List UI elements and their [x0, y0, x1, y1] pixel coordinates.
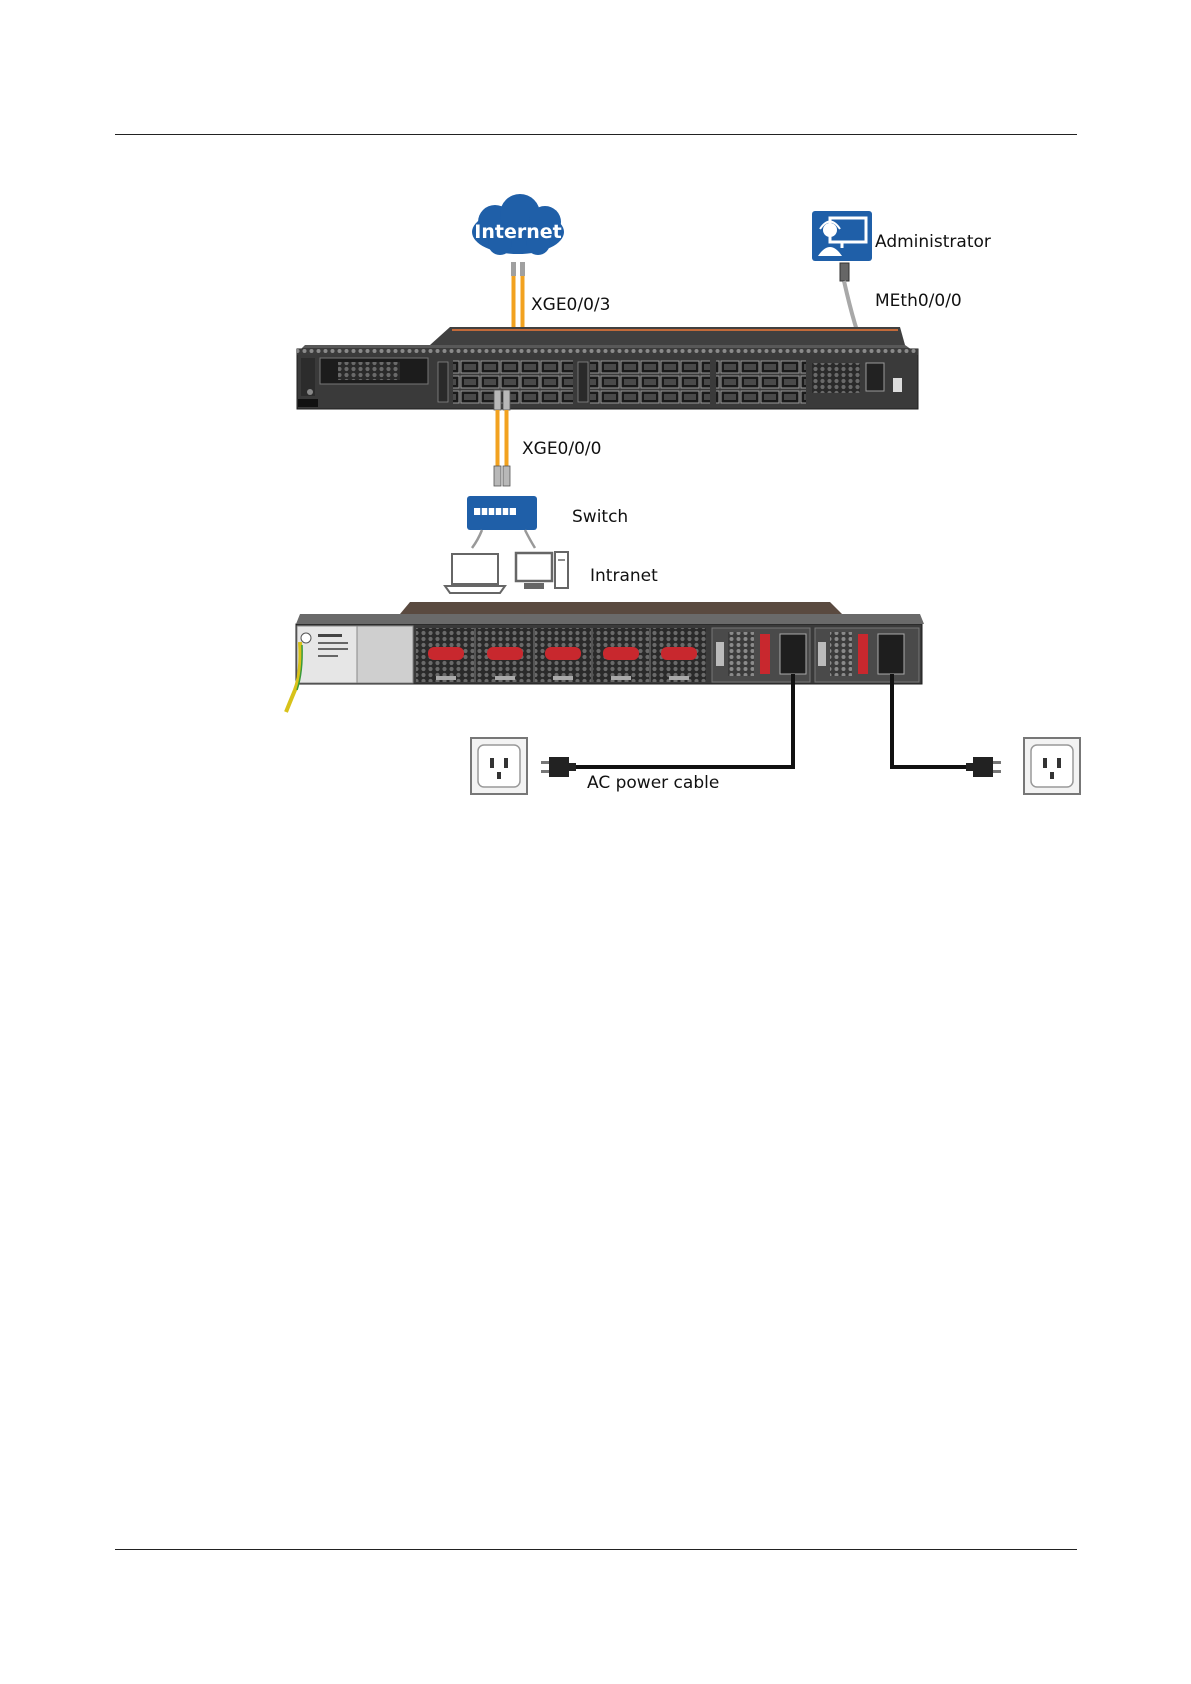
- uplink-port-label: XGE0/0/3: [531, 295, 610, 315]
- device-front-panel: [297, 327, 918, 409]
- administrator-icon: [812, 211, 872, 261]
- switch-icon: [467, 496, 537, 548]
- desktop-computer-icon: [516, 552, 568, 589]
- power-cable-label: AC power cable: [587, 773, 719, 793]
- internet-label: Internet: [474, 221, 561, 243]
- switch-label: Switch: [572, 507, 628, 527]
- meth-port-label: MEth0/0/0: [875, 291, 962, 311]
- power-cable-left: [541, 674, 793, 777]
- power-outlet-right-icon: [1024, 738, 1080, 794]
- intranet-label: Intranet: [590, 566, 658, 586]
- laptop-icon: [445, 554, 505, 593]
- power-outlet-left-icon: [471, 738, 527, 794]
- power-cable-right: [892, 674, 1001, 777]
- device-rear-panel: [296, 602, 924, 684]
- administrator-label: Administrator: [875, 232, 991, 252]
- downlink-port-label: XGE0/0/0: [522, 439, 601, 459]
